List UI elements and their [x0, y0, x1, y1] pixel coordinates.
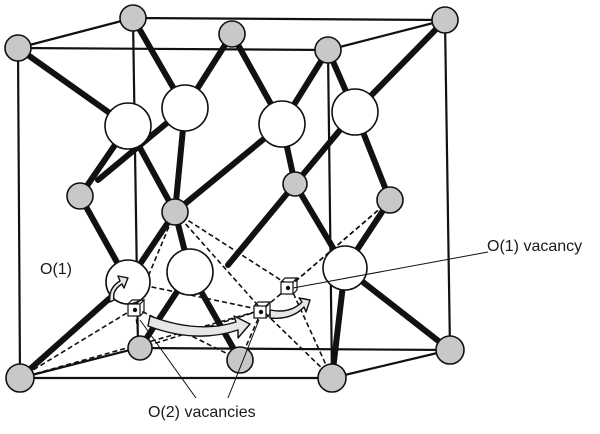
- vacancy-cubes: [127, 277, 299, 319]
- atom-small: [66, 182, 94, 210]
- atom-small: [127, 335, 153, 361]
- curved-arrow-icon: [109, 275, 129, 303]
- migration-arrows: [109, 275, 311, 339]
- curved-arrow-icon: [269, 297, 311, 319]
- label-o1: O(1): [40, 261, 72, 278]
- atom-large: [166, 248, 214, 296]
- o2-vacancy-cube: [253, 301, 272, 319]
- atom-small: [119, 4, 147, 32]
- atom-small: [226, 346, 254, 374]
- atom-large: [161, 84, 209, 132]
- dashed-bonds: [19, 199, 391, 379]
- o2-vacancy-cube: [127, 299, 146, 317]
- atom-small: [314, 36, 342, 64]
- atom-small: [431, 6, 459, 34]
- o1-vacancy-cube: [280, 277, 299, 295]
- atom-small: [4, 34, 32, 62]
- label-o1-vacancy: O(1) vacancy: [487, 238, 582, 255]
- atom-large: [331, 88, 379, 136]
- atom-small: [317, 363, 347, 393]
- label-o2-vacancies: O(2) vacancies: [148, 404, 256, 421]
- atom-large: [258, 100, 306, 148]
- curved-arrow-icon: [147, 315, 251, 339]
- atom-small: [218, 20, 246, 48]
- atom-large: [104, 102, 152, 150]
- atom-large: [322, 245, 368, 291]
- atom-small: [161, 198, 189, 226]
- atom-small: [5, 363, 35, 393]
- small-atoms: [4, 4, 465, 393]
- atom-small: [282, 171, 308, 197]
- atom-small: [435, 335, 465, 365]
- atom-small: [376, 186, 404, 214]
- large-atoms: [104, 84, 379, 305]
- leader-lines: [139, 251, 489, 399]
